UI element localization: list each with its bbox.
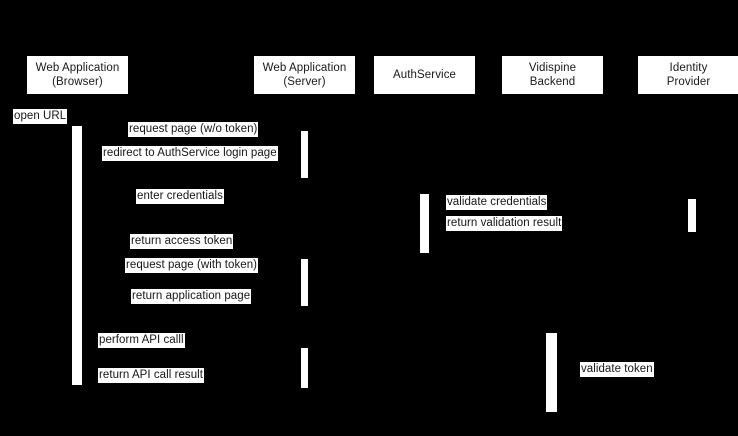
message-label-m4: enter credentials	[136, 189, 224, 204]
activation-bar-browser	[72, 126, 82, 385]
message-label-m7: return access token	[130, 234, 234, 249]
participant-box-identity: Identity Provider	[638, 56, 738, 94]
message-label-m12: return API call result	[98, 368, 205, 383]
activation-bar-identity	[688, 199, 696, 232]
activation-bar-server	[301, 348, 308, 388]
participant-box-authservice: AuthService	[374, 56, 475, 94]
message-label-m10: perform API calll	[98, 333, 185, 348]
message-label-m8: request page (with token)	[125, 258, 259, 273]
activation-bar-authservice	[420, 194, 429, 253]
message-label-m3: redirect to AuthService login page	[102, 146, 278, 161]
message-label-m11: validate token	[580, 362, 654, 377]
message-label-m6: return validation result	[446, 216, 563, 231]
message-label-m2: request page (w/o token)	[128, 122, 259, 137]
activation-bar-server	[301, 131, 308, 178]
participant-box-browser: Web Application (Browser)	[27, 56, 128, 94]
activation-bar-server	[301, 259, 308, 306]
participant-box-vidispine: Vidispine Backend	[502, 56, 603, 94]
message-label-m1: open URL	[13, 109, 68, 124]
message-label-m5: validate credentials	[446, 195, 548, 210]
activation-bar-vidispine	[546, 333, 557, 412]
participant-box-server: Web Application (Server)	[254, 56, 355, 94]
message-label-m9: return application page	[131, 289, 252, 304]
